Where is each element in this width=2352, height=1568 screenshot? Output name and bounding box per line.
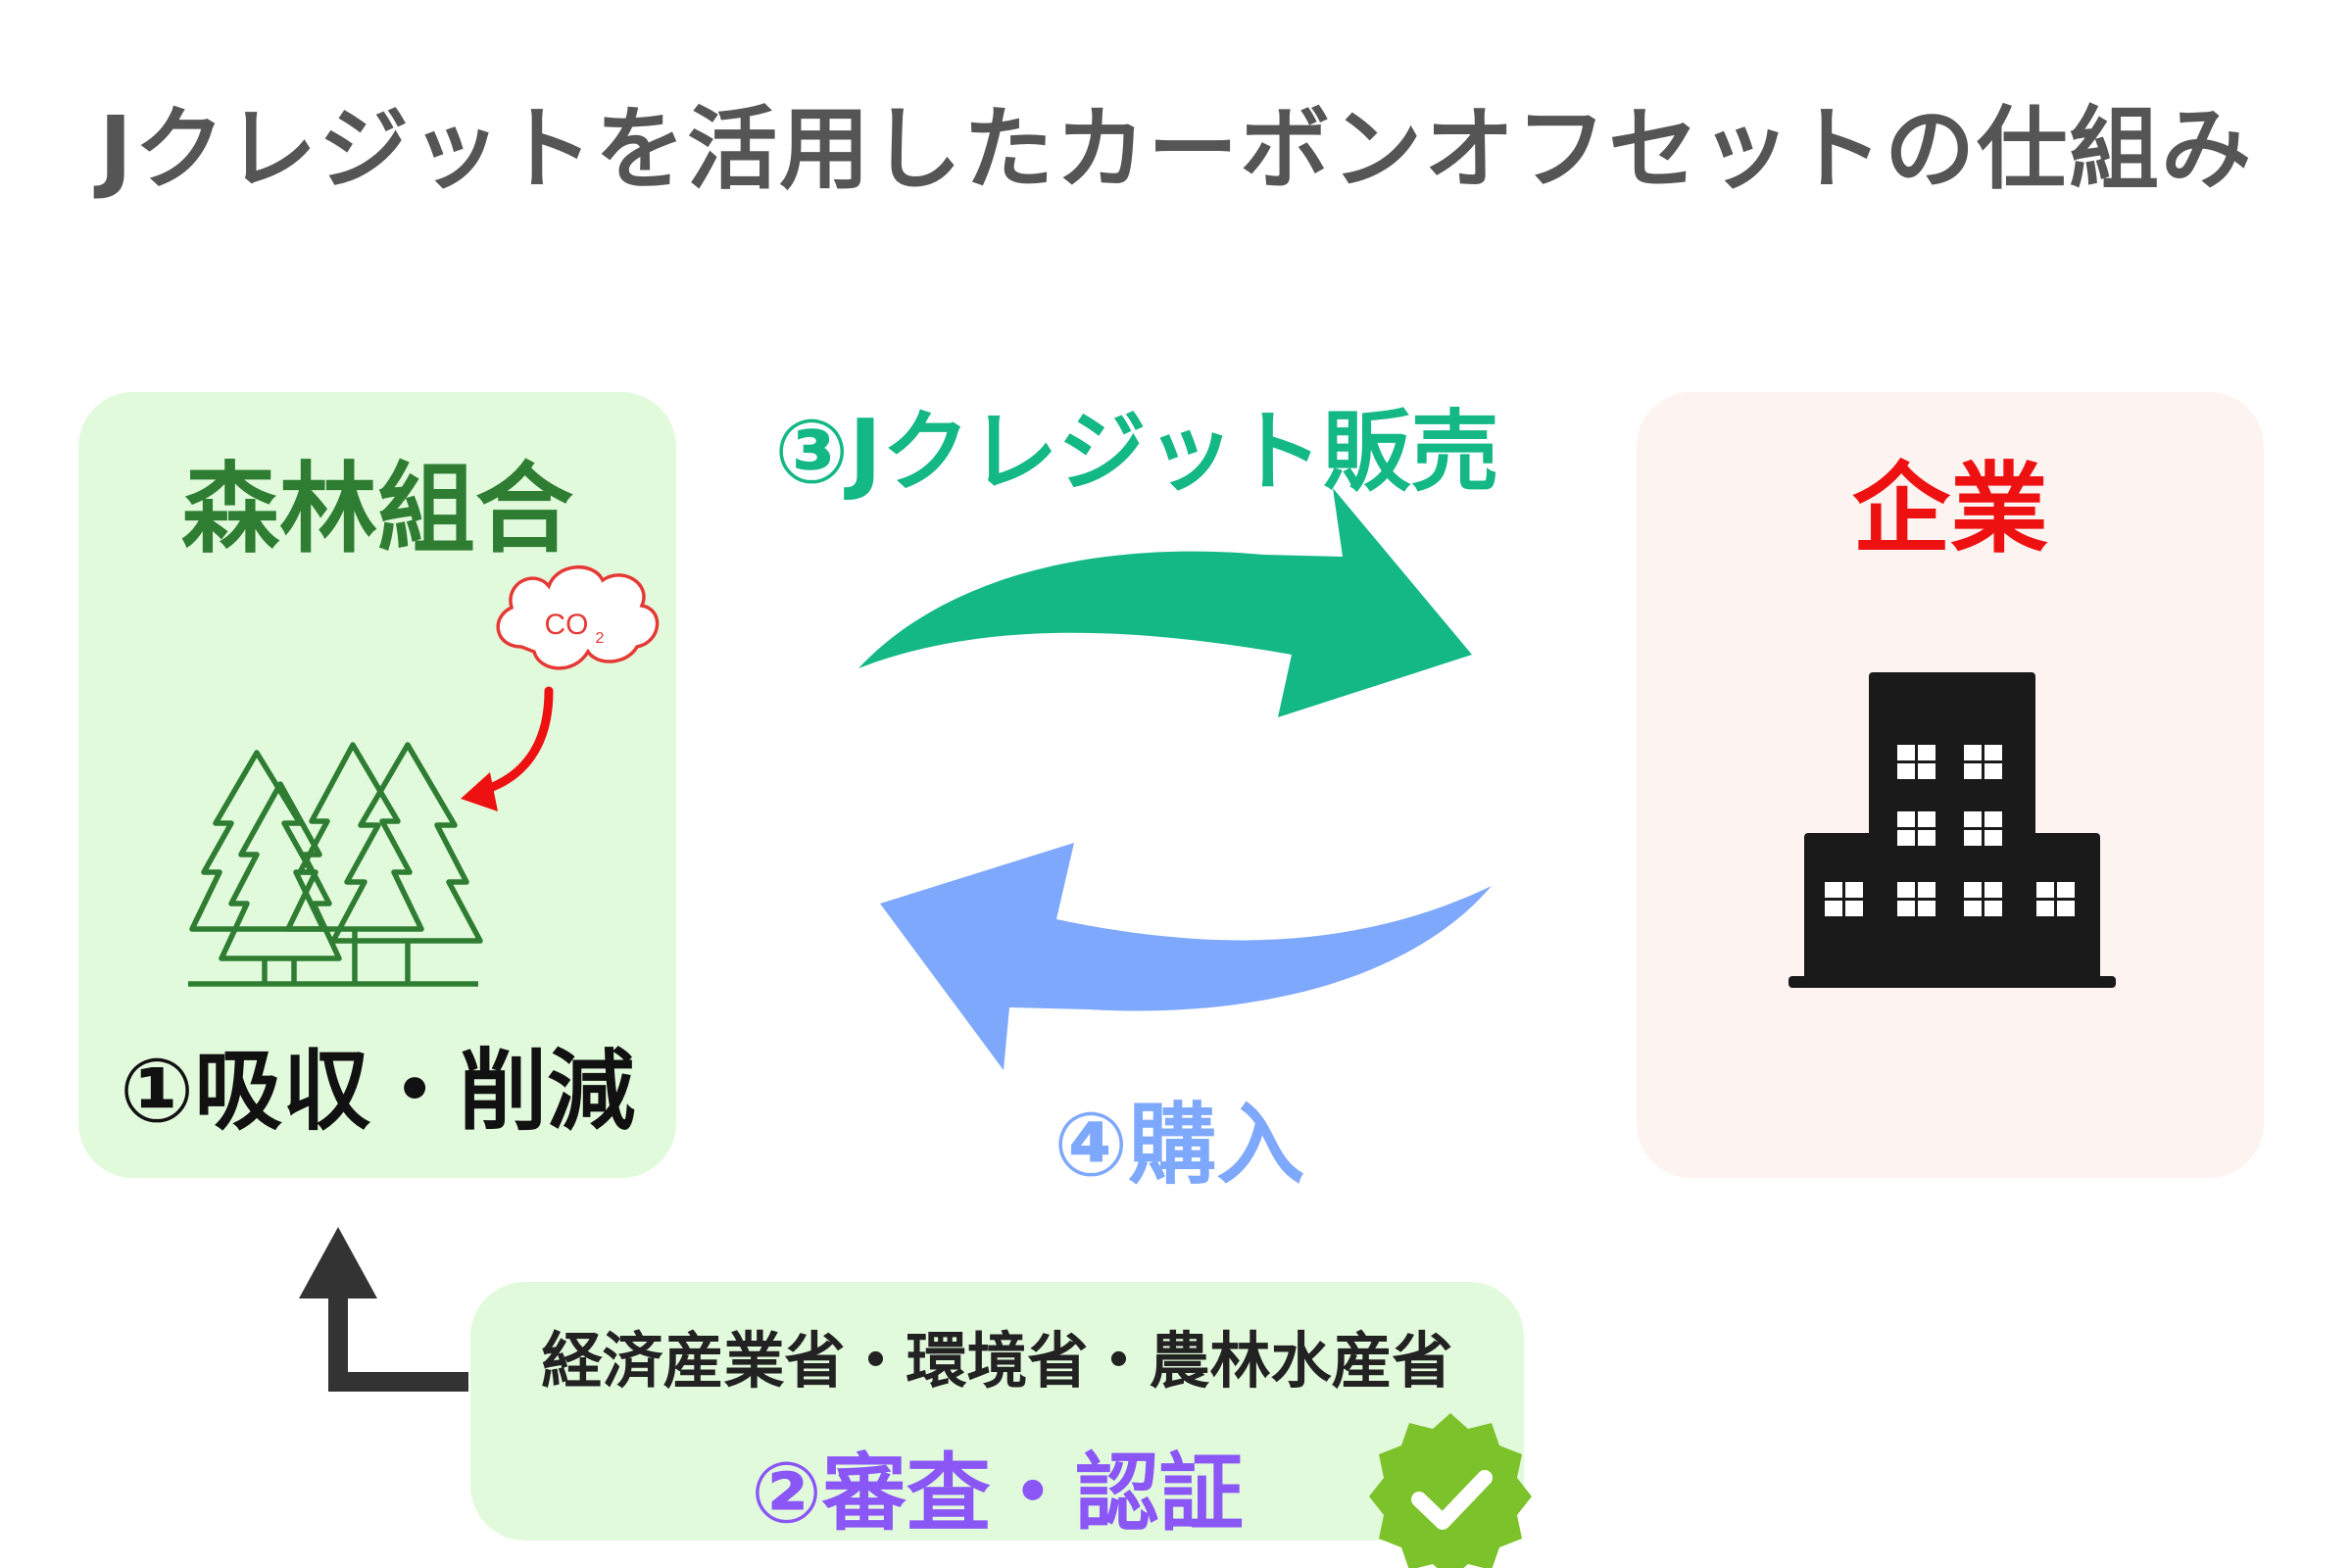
purchase-label: ④購入 (1054, 1094, 1305, 1197)
co2-absorption-arrow-icon (461, 686, 554, 811)
company-title: 企業 (1852, 452, 2048, 566)
absorption-reduction-label: ①吸収・削減 (119, 1040, 636, 1143)
sell-arrow-icon (858, 488, 1472, 717)
co2-cloud-icon (496, 565, 660, 670)
page-title: Jクレジットを活用したカーボンオフセットの仕組み (98, 97, 2254, 202)
government-certification-panel: 経済産業省・環境省・農林水産省 ②審査・認証 (470, 1282, 1524, 1543)
forest-trees-icon (188, 742, 483, 987)
review-certification-label: ②審査・認証 (751, 1445, 1244, 1543)
co2-text: CO (545, 609, 589, 641)
co2-subscript: 2 (596, 630, 605, 647)
buy-arrow-icon (880, 843, 1492, 1070)
ministries-label: 経済産業省・環境省・農林水産省 (541, 1325, 1453, 1396)
verified-check-badge-icon (1369, 1413, 1532, 1568)
forest-union-title: 森林組合 (181, 452, 573, 566)
certification-return-arrow-icon (299, 1227, 468, 1392)
credit-sale-label: ③Jクレジット販売 (774, 401, 1499, 504)
